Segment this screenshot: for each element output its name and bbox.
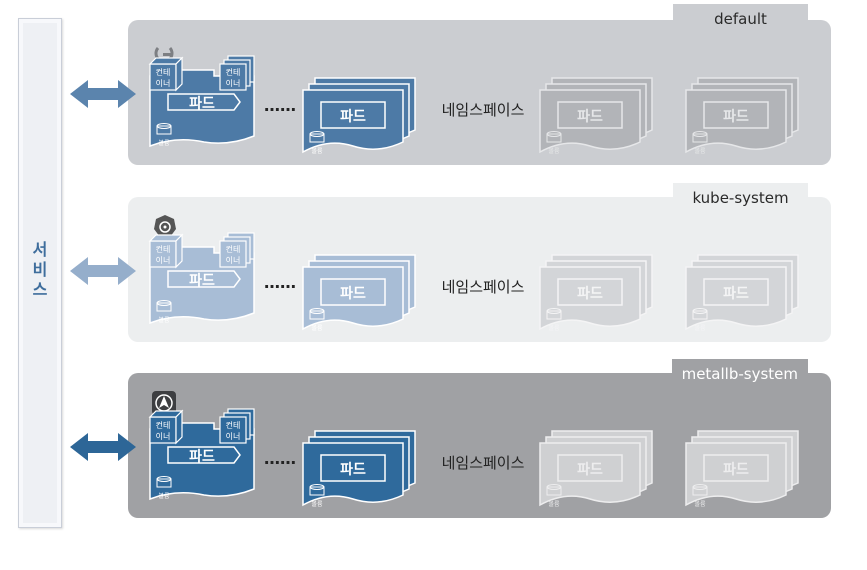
svg-text:컨테: 컨테 (156, 67, 171, 77)
pod-ghost-2-label: 파드 (723, 109, 749, 125)
pod-active-sheet (302, 442, 404, 507)
svg-text:컨테: 컨테 (226, 420, 241, 430)
svg-text:볼륨: 볼륨 (158, 493, 170, 500)
service-bar (18, 18, 62, 528)
ellipsis: …… (264, 96, 296, 115)
pod-active-label: 파드 (340, 109, 366, 125)
svg-text:볼륨: 볼륨 (548, 325, 560, 332)
svg-text:컨테: 컨테 (226, 244, 241, 254)
pod-active-label: 파드 (340, 286, 366, 302)
svg-text:볼륨: 볼륨 (548, 148, 560, 155)
pod-ghost-2-sheet (685, 442, 787, 507)
ellipsis: …… (264, 449, 296, 468)
pod-ghost-2-volume: 볼륨 (692, 484, 708, 508)
namespace-label: 네임스페이스 (442, 278, 525, 296)
pod-label: 파드 (189, 96, 215, 112)
svg-text:볼륨: 볼륨 (158, 317, 170, 324)
svg-text:이너: 이너 (156, 431, 171, 441)
svg-text:이너: 이너 (226, 255, 241, 265)
container-box-right (219, 416, 247, 444)
pod-ghost-1-volume: 볼륨 (546, 308, 562, 332)
pod-ghost-2-label: 파드 (723, 462, 749, 478)
svg-text:컨테: 컨테 (156, 420, 171, 430)
volume-icon: 볼륨 (156, 476, 172, 500)
pod-label: 파드 (189, 449, 215, 465)
service-link-arrow (70, 80, 136, 108)
namespace-label: 네임스페이스 (442, 101, 525, 119)
svg-text:볼륨: 볼륨 (158, 140, 170, 147)
namespace-tag: metallb-system (671, 359, 808, 389)
pod-ghost-2-sheet (685, 266, 787, 331)
pod-ghost-1-label: 파드 (577, 286, 603, 302)
svg-text:볼륨: 볼륨 (311, 325, 323, 332)
svg-text:볼륨: 볼륨 (548, 501, 560, 508)
svg-text:이너: 이너 (226, 431, 241, 441)
pod-active-volume: 볼륨 (309, 308, 325, 332)
pod-active-sheet (302, 89, 404, 154)
svg-text:이너: 이너 (156, 78, 171, 88)
service-label: 서 비 스 (32, 240, 48, 299)
container-box-right (219, 240, 247, 268)
ellipsis: …… (264, 273, 296, 292)
pod-active-sheet (302, 266, 404, 331)
pod-active-volume: 볼륨 (309, 484, 325, 508)
namespace-tag: kube-system (673, 183, 808, 213)
metallb-arrow-icon (152, 391, 176, 415)
namespace-label: 네임스페이스 (442, 454, 525, 472)
svg-text:볼륨: 볼륨 (311, 501, 323, 508)
container-box-right (219, 63, 247, 91)
pod-ghost-1-sheet (539, 89, 641, 154)
kubernetes-helm-icon (154, 215, 176, 237)
pod-ghost-2-volume: 볼륨 (692, 131, 708, 155)
pod-ghost-1-volume: 볼륨 (546, 484, 562, 508)
volume-icon: 볼륨 (156, 300, 172, 324)
svg-text:컨테: 컨테 (226, 67, 241, 77)
pod-ghost-2-sheet (685, 89, 787, 154)
svg-text:이너: 이너 (156, 255, 171, 265)
volume-icon: 볼륨 (156, 123, 172, 147)
pod-ghost-1-sheet (539, 266, 641, 331)
pod-ghost-1-label: 파드 (577, 462, 603, 478)
svg-text:컨테: 컨테 (156, 244, 171, 254)
svg-text:이너: 이너 (226, 78, 241, 88)
pod-active-volume: 볼륨 (309, 131, 325, 155)
svg-text:볼륨: 볼륨 (311, 148, 323, 155)
svg-text:볼륨: 볼륨 (694, 325, 706, 332)
pod-active-label: 파드 (340, 462, 366, 478)
pod-ghost-2-label: 파드 (723, 286, 749, 302)
service-link-arrow (70, 257, 136, 285)
pod-ghost-1-sheet (539, 442, 641, 507)
namespace-tag: default (673, 4, 808, 34)
svg-text:볼륨: 볼륨 (694, 501, 706, 508)
pod-ghost-1-label: 파드 (577, 109, 603, 125)
svg-text:볼륨: 볼륨 (694, 148, 706, 155)
pod-ghost-2-volume: 볼륨 (692, 308, 708, 332)
pod-label: 파드 (189, 273, 215, 289)
service-link-arrow (70, 433, 136, 461)
pod-ghost-1-volume: 볼륨 (546, 131, 562, 155)
